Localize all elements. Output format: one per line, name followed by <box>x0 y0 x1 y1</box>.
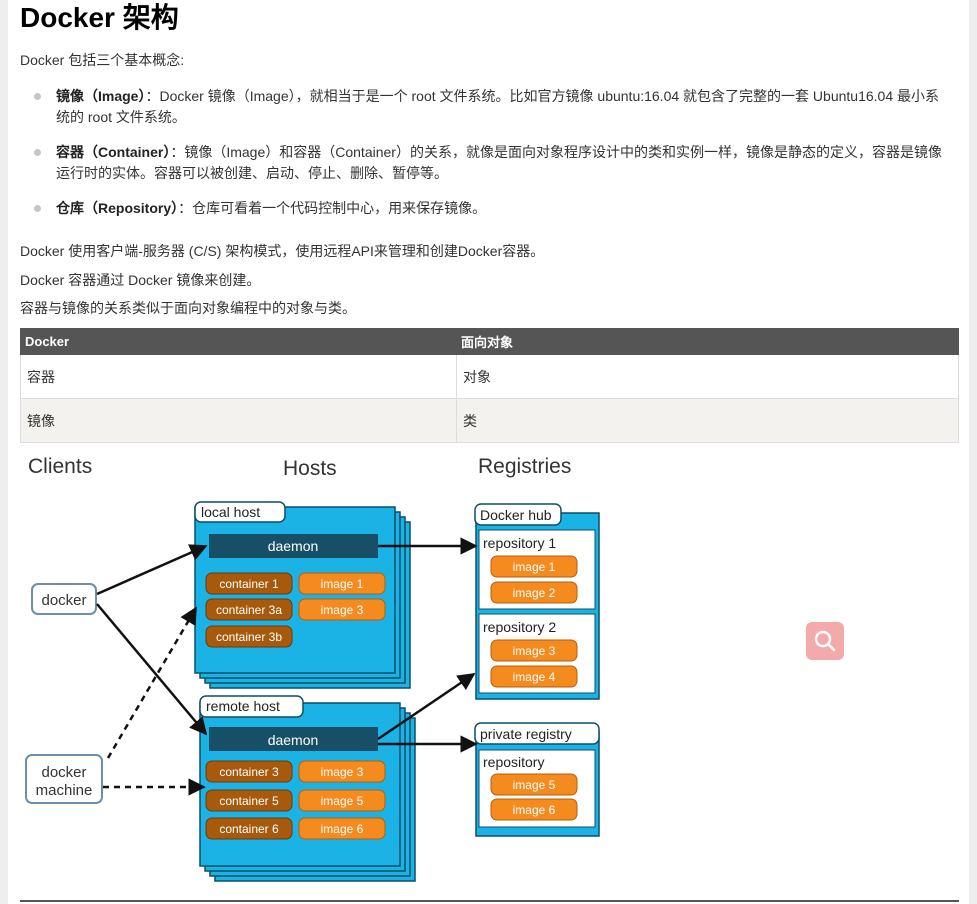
concept-sep: ： <box>178 200 193 216</box>
table-header-row: Docker 面向对象 <box>20 328 959 355</box>
registries-heading: Registries <box>478 455 571 478</box>
local-host-label: local host <box>201 504 260 520</box>
image-label: image 3 <box>321 603 364 617</box>
table-cell: 容器 <box>20 354 457 399</box>
arrow-machine-to-local <box>106 606 198 759</box>
container-chip <box>205 817 293 840</box>
remote-daemon <box>209 727 378 751</box>
container-chip <box>205 598 293 621</box>
paragraph-cs: Docker 使用客户端-服务器 (C/S) 架构模式，使用远程API来管理和创… <box>20 243 545 259</box>
paragraph-relation: 容器与镜像的关系类似于面向对象编程中的对象与类。 <box>20 300 356 316</box>
local-host-tab <box>194 501 286 523</box>
image-label: image 3 <box>321 765 364 779</box>
docker-hub-tab <box>474 503 562 526</box>
intro-text: Docker 包括三个基本概念: <box>20 52 185 68</box>
concept-item: 仓库（Repository）：仓库可看着一个代码控制中心，用来保存镜像。 <box>20 198 950 219</box>
zoom-button[interactable] <box>806 622 844 660</box>
table-header-cell: Docker <box>20 328 457 355</box>
clients-heading: Clients <box>28 455 92 478</box>
docker-architecture-diagram: Clients Hosts Registries docker docker m… <box>25 455 600 882</box>
docker-machine-label-1: docker <box>41 764 86 781</box>
bullet-icon <box>34 93 41 100</box>
concept-term: 容器（Container） <box>56 144 171 160</box>
container-label: container 3b <box>216 630 282 644</box>
comparison-table: Docker 面向对象 容器 对象 镜像 类 <box>20 328 959 443</box>
concept-term: 仓库（Repository） <box>56 200 179 216</box>
container-chip <box>205 625 293 648</box>
concept-item: 镜像（Image）：Docker 镜像（Image），就相当于是一个 root … <box>20 86 950 128</box>
docker-machine-box <box>25 754 103 804</box>
local-daemon <box>209 534 378 558</box>
image-chip <box>490 773 578 796</box>
arrow-docker-to-local <box>96 544 208 596</box>
divider <box>20 900 959 902</box>
table-row: 容器 对象 <box>20 354 959 399</box>
docker-machine-label-2: machine <box>36 782 93 799</box>
concept-desc: 镜像（Image）和容器（Container）的关系，就像是面向对象程序设计中的… <box>56 144 942 181</box>
image-label: image 4 <box>513 670 556 684</box>
table-header-cell: 面向对象 <box>456 328 959 355</box>
concept-desc: Docker 镜像（Image），就相当于是一个 root 文件系统。比如官方镜… <box>56 88 939 125</box>
image-label: image 2 <box>513 586 556 600</box>
private-registry-label: private registry <box>480 726 572 742</box>
article: Docker 架构 Docker 包括三个基本概念: 镜像（Image）：Doc… <box>8 0 969 904</box>
container-label: container 3a <box>216 603 282 617</box>
container-chip <box>205 789 293 812</box>
image-label: image 6 <box>321 822 364 836</box>
paragraph-create: Docker 容器通过 Docker 镜像来创建。 <box>20 272 261 288</box>
image-chip <box>490 639 578 662</box>
image-chip <box>298 572 386 595</box>
concept-list: 镜像（Image）：Docker 镜像（Image），就相当于是一个 root … <box>20 86 950 233</box>
image-chip <box>298 789 386 812</box>
container-label: container 1 <box>219 577 279 591</box>
table-cell: 类 <box>456 398 959 443</box>
table-row: 镜像 类 <box>20 398 959 443</box>
image-chip <box>298 817 386 840</box>
remote-daemon-label: daemon <box>268 732 319 748</box>
concept-sep: ： <box>145 88 160 104</box>
container-chip <box>205 760 293 783</box>
private-registry-tab <box>474 722 600 745</box>
image-label: image 1 <box>513 560 556 574</box>
image-chip <box>298 760 386 783</box>
remote-host-tab <box>199 695 304 718</box>
bullet-icon <box>34 149 41 156</box>
image-chip <box>490 665 578 688</box>
image-chip <box>490 555 578 578</box>
image-label: image 5 <box>513 778 556 792</box>
repository-label: repository 2 <box>483 619 556 635</box>
hosts-heading: Hosts <box>283 457 337 480</box>
docker-hub-label: Docker hub <box>480 507 552 523</box>
docker-client-label: docker <box>41 592 86 609</box>
arrow-docker-to-remote <box>96 603 208 736</box>
image-chip <box>490 581 578 604</box>
container-label: container 3 <box>219 765 279 779</box>
image-label: image 1 <box>321 577 364 591</box>
image-chip <box>490 798 578 821</box>
page-title: Docker 架构 <box>20 2 179 33</box>
bullet-icon <box>34 205 41 212</box>
arrow-remote-to-hub <box>377 672 476 741</box>
table-cell: 对象 <box>456 354 959 399</box>
concept-sep: ： <box>170 144 185 160</box>
magnifier-icon <box>814 630 836 652</box>
image-label: image 5 <box>321 794 364 808</box>
concept-desc: 仓库可看着一个代码控制中心，用来保存镜像。 <box>192 200 487 216</box>
container-label: container 6 <box>219 822 279 836</box>
image-label: image 6 <box>513 803 556 817</box>
docker-client-box <box>31 583 97 615</box>
concept-item: 容器（Container）：镜像（Image）和容器（Container）的关系… <box>20 142 950 184</box>
connection-arrows <box>96 537 478 796</box>
container-chip <box>205 572 293 595</box>
repository-label: repository <box>483 754 544 770</box>
local-daemon-label: daemon <box>268 538 319 554</box>
image-label: image 3 <box>513 644 556 658</box>
container-label: container 5 <box>219 794 279 808</box>
table-cell: 镜像 <box>20 398 457 443</box>
concept-term: 镜像（Image） <box>56 88 146 104</box>
remote-host-label: remote host <box>206 698 280 714</box>
image-chip <box>298 598 386 621</box>
repository-label: repository 1 <box>483 535 556 551</box>
